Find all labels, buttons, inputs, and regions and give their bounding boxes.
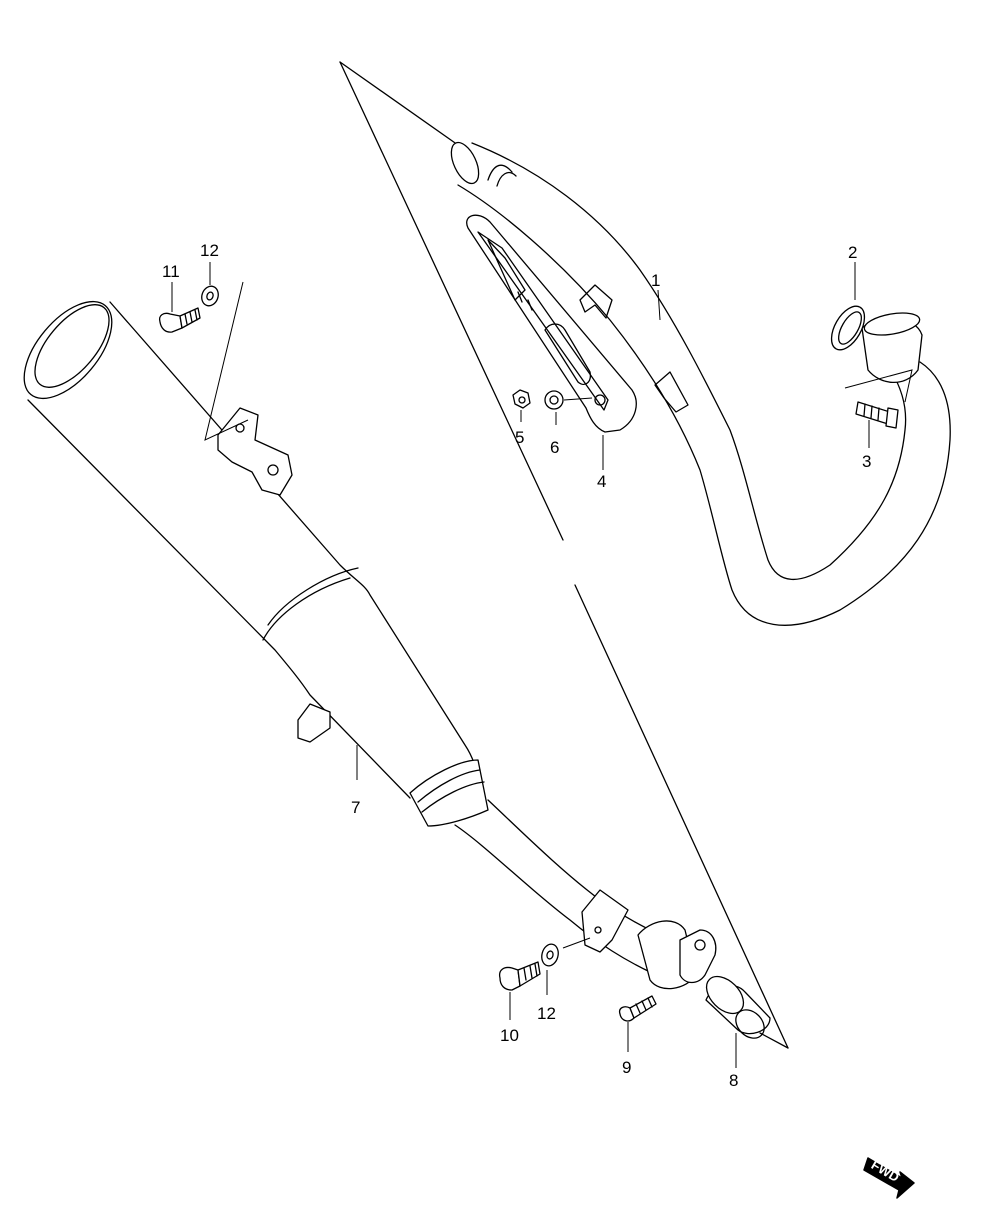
callout-2: 2 [848,243,857,262]
callout-3: 3 [862,452,871,471]
exhaust-header-pipe[interactable] [446,138,951,626]
clamp-screw[interactable] [618,995,657,1022]
pipe-sleeve[interactable] [700,970,771,1044]
callout-6: 6 [550,438,559,457]
muffler-bolt-lower[interactable] [498,961,541,991]
callout-11: 11 [162,262,180,281]
assembly-group-outline [339,61,789,1049]
muffler[interactable] [8,286,717,990]
callout-12-lower: 12 [537,1004,556,1023]
callout-7: 7 [351,798,360,817]
fastener-group-leader-upper [204,281,249,441]
callout-5: 5 [515,428,524,447]
header-bolt[interactable] [844,369,913,429]
callout-1: 1 [651,271,660,290]
gasket-ring[interactable] [825,301,872,356]
callout-9: 9 [622,1058,631,1077]
washer-lower[interactable] [539,942,560,967]
callout-10: 10 [500,1026,519,1045]
callout-4: 4 [597,472,606,491]
muffler-bolt-upper[interactable] [158,307,201,333]
callout-8: 8 [729,1071,738,1090]
mounting-bracket[interactable] [466,214,637,433]
washer[interactable] [544,390,564,410]
forward-direction-arrow: FWD [863,1157,915,1199]
callout-12-upper: 12 [200,241,219,260]
nut[interactable] [512,389,531,409]
washer-upper[interactable] [199,284,221,308]
